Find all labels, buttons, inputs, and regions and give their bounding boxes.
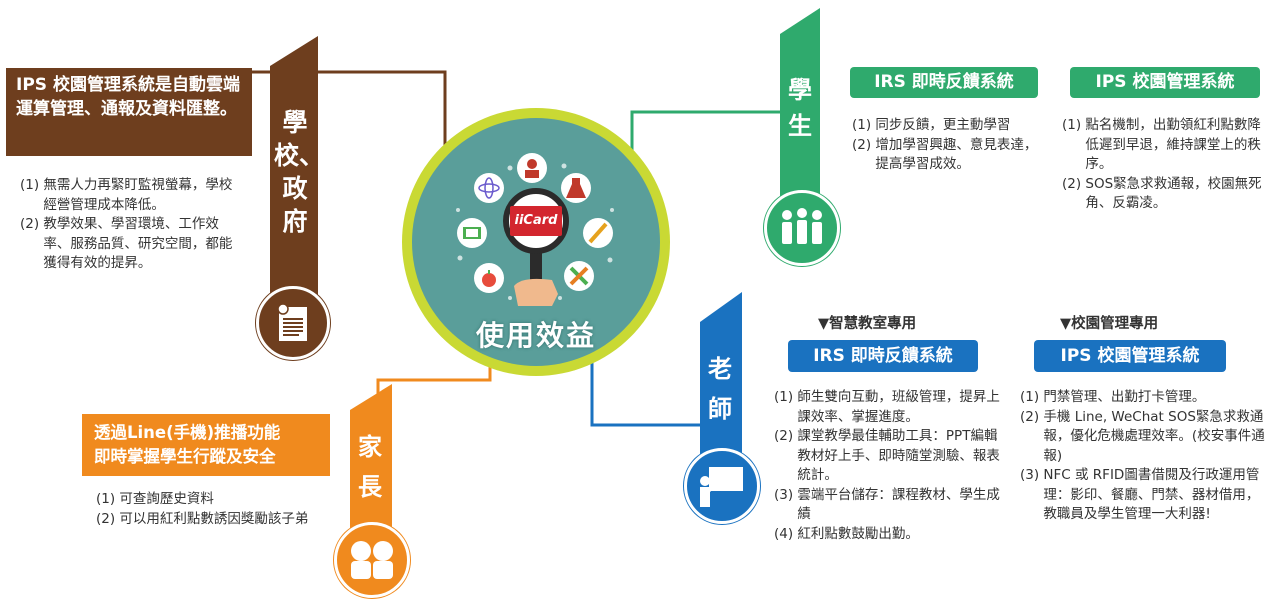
parent-connector: [376, 365, 492, 415]
item-text: 教學效果、學習環境、工作效率、服務品質、研究空間，都能獲得有效的提昇。: [43, 216, 233, 272]
list-item: (2) SOS緊急求救通報，校園無死角、反霸凌。: [1062, 175, 1270, 214]
teacher-ips-title: IPS 校園管理系統: [1034, 340, 1226, 372]
doctor-icon: [517, 153, 547, 183]
teacher-label: 老 師: [708, 355, 732, 423]
student-connector: [630, 110, 780, 160]
student-ips-title: IPS 校園管理系統: [1070, 67, 1260, 98]
list-item: (1) 師生雙向互動，班級管理，提昇上課效率、掌握進度。: [774, 388, 1002, 427]
item-number: (1): [1020, 389, 1044, 405]
item-number: (2): [1020, 408, 1044, 425]
item-number: (2): [852, 136, 876, 153]
item-number: (2): [774, 428, 798, 445]
parent-title: 透過Line(手機)推播功能 即時掌握學生行蹤及安全: [82, 414, 330, 476]
item-number: (1): [96, 491, 120, 507]
item-text: 師生雙向互動，班級管理，提昇上課效率、掌握進度。: [797, 389, 1000, 425]
item-text: 課堂教學最佳輔助工具：PPT編輯教材好上手、即時隨堂測驗、報表統計。: [797, 428, 1000, 484]
item-text: 紅利點數鼓勵出勤。: [797, 525, 919, 542]
item-number: (1): [774, 389, 798, 405]
item-number: (2): [96, 510, 120, 527]
item-text: 增加學習興趣、意見表達，提高學習成效。: [875, 136, 1038, 173]
item-number: (4): [774, 525, 798, 542]
list-item: (1) 無需人力再緊盯監視螢幕，學校經營管理成本降低。: [20, 176, 242, 215]
school-title: IPS 校園管理系統是自動雲端運算管理、通報及資料匯整。: [6, 68, 252, 156]
item-number: (1): [20, 177, 44, 193]
pen-icon: [583, 218, 613, 248]
item-text: 點名機制，出勤領紅利點數降低遲到早退，維持課堂上的秩序。: [1085, 117, 1261, 173]
list-item: (2) 課堂教學最佳輔助工具：PPT編輯教材好上手、即時隨堂測驗、報表統計。: [774, 427, 1002, 486]
campus-management-header: ▼校園管理專用: [1060, 316, 1159, 332]
item-number: (1): [852, 117, 876, 133]
item-number: (3): [1020, 467, 1044, 484]
item-text: 雲端平台儲存：課程教材、學生成績: [797, 486, 1000, 523]
students-icon: [764, 190, 840, 266]
list-item: (1) 門禁管理、出勤打卡管理。: [1020, 388, 1272, 408]
school-benefit-list: (1) 無需人力再緊盯監視螢幕，學校經營管理成本降低。(2) 教學效果、學習環境…: [20, 176, 242, 274]
parent-benefit-list: (1) 可查詢歷史資料(2) 可以用紅利點數誘因獎勵該子弟: [96, 490, 326, 529]
hand-icon: [514, 278, 558, 306]
item-text: 可查詢歷史資料: [119, 491, 214, 507]
teacher-ribbon: [700, 292, 742, 492]
item-text: 無需人力再緊盯監視螢幕，學校經營管理成本降低。: [43, 177, 233, 213]
certificate-icon: [256, 286, 330, 360]
student-irs-title: IRS 即時反饋系統: [850, 67, 1038, 98]
student-irs-list: (1) 同步反饋，更主動學習(2) 增加學習興趣、意見表達，提高學習成效。: [852, 116, 1046, 175]
item-text: 同步反饋，更主動學習: [875, 117, 1011, 133]
student-ribbon: [780, 8, 820, 208]
palette-icon: [564, 261, 594, 291]
iicard-badge: iiCard: [510, 206, 562, 236]
list-item: (3) 雲端平台儲存：課程教材、學生成績: [774, 486, 1002, 525]
center-title: 使用效益: [475, 319, 596, 352]
list-item: (4) 紅利點數鼓勵出勤。: [774, 525, 1002, 545]
flask-icon: [561, 173, 591, 203]
item-number: (1): [1062, 117, 1086, 133]
center-circle: iiCard 使用效益: [412, 118, 660, 366]
school-ribbon: [270, 36, 318, 311]
list-item: (1) 同步反饋，更主動學習: [852, 116, 1046, 136]
book-icon: [457, 218, 487, 248]
item-text: 門禁管理、出勤打卡管理。: [1043, 389, 1206, 405]
item-text: 可以用紅利點數誘因獎勵該子弟: [119, 510, 309, 527]
parents-icon: [334, 522, 410, 598]
list-item: (1) 點名機制，出勤領紅利點數降低遲到早退，維持課堂上的秩序。: [1062, 116, 1270, 175]
list-item: (2) 增加學習興趣、意見表達，提高學習成效。: [852, 136, 1046, 175]
item-text: SOS緊急求救通報，校園無死角、反霸凌。: [1085, 175, 1262, 212]
list-item: (2) 手機 Line, WeChat SOS緊急求救通報，優化危機處理效率。(…: [1020, 408, 1272, 467]
item-text: 手機 Line, WeChat SOS緊急求救通報，優化危機處理效率。(校安事件…: [1043, 408, 1265, 464]
student-label: 學 生: [788, 76, 812, 140]
item-text: NFC 或 RFID圖書借閱及行政運用管理：影印、餐廳、門禁、器材借用，教職員及…: [1043, 467, 1260, 523]
teacher-connector: [590, 360, 702, 427]
list-item: (2) 可以用紅利點數誘因獎勵該子弟: [96, 510, 326, 530]
parent-ribbon: [350, 384, 392, 564]
atom-icon: [474, 173, 504, 203]
teacher-irs-title: IRS 即時反饋系統: [788, 340, 978, 372]
student-ips-list: (1) 點名機制，出勤領紅利點數降低遲到早退，維持課堂上的秩序。(2) SOS緊…: [1062, 116, 1270, 214]
teacher-board-icon: [684, 448, 760, 524]
teacher-ips-list: (1) 門禁管理、出勤打卡管理。(2) 手機 Line, WeChat SOS緊…: [1020, 388, 1272, 525]
list-item: (3) NFC 或 RFID圖書借閱及行政運用管理：影印、餐廳、門禁、器材借用，…: [1020, 466, 1272, 525]
parent-label: 家 長: [358, 433, 382, 501]
item-number: (2): [1062, 175, 1086, 192]
school-label: 學校、政府: [274, 108, 325, 236]
smart-classroom-header: ▼智慧教室專用: [818, 316, 917, 332]
apple-icon: [474, 263, 504, 293]
teacher-irs-list: (1) 師生雙向互動，班級管理，提昇上課效率、掌握進度。(2) 課堂教學最佳輔助…: [774, 388, 1002, 545]
item-number: (2): [20, 216, 44, 233]
list-item: (2) 教學效果、學習環境、工作效率、服務品質、研究空間，都能獲得有效的提昇。: [20, 215, 242, 274]
item-number: (3): [774, 486, 798, 503]
list-item: (1) 可查詢歷史資料: [96, 490, 326, 510]
